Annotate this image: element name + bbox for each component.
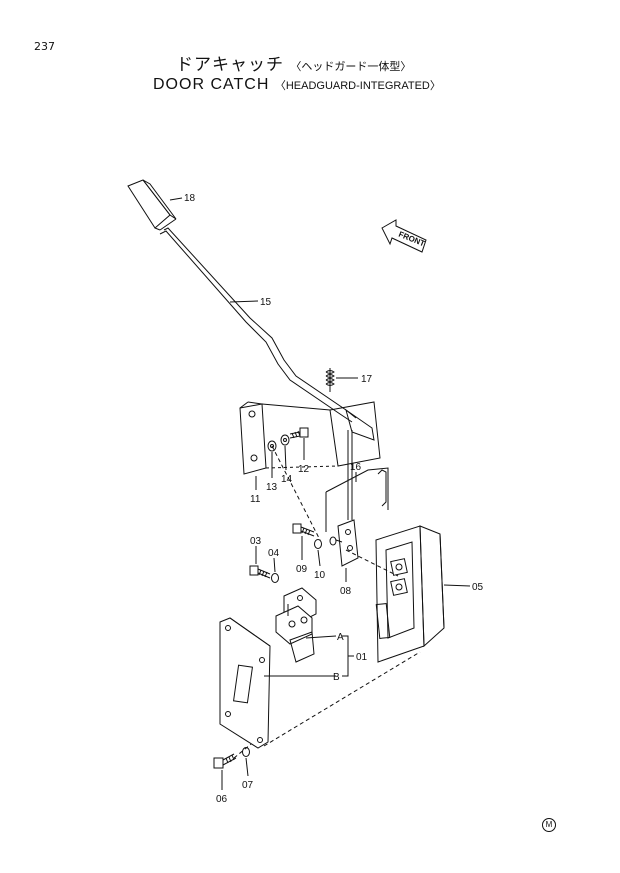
title-en-main: DOOR CATCH bbox=[153, 76, 270, 93]
leader-04 bbox=[273, 557, 276, 573]
page-number: 237 bbox=[34, 40, 55, 53]
washer-10 bbox=[314, 539, 322, 549]
bolt-03 bbox=[249, 565, 271, 579]
latch-assembly-part bbox=[275, 587, 317, 663]
callout-12: 12 bbox=[298, 464, 310, 475]
callout-17: 17 bbox=[361, 374, 373, 385]
callout-B: B bbox=[333, 672, 340, 683]
title-jp-sub: 〈ヘッドガード一体型〉 bbox=[290, 60, 412, 73]
lever-bracket-panel bbox=[329, 401, 381, 467]
callout-15: 15 bbox=[260, 297, 272, 308]
title-en-sub: 〈HEADGUARD-INTEGRATED〉 bbox=[274, 80, 441, 92]
bolt-06 bbox=[213, 753, 237, 769]
callout-03: 03 bbox=[250, 536, 262, 547]
spring-part bbox=[325, 368, 335, 392]
leader-15 bbox=[229, 300, 259, 303]
callout-10: 10 bbox=[314, 570, 326, 581]
rod-part bbox=[325, 430, 389, 532]
front-arrow-icon: FRONT bbox=[381, 219, 427, 253]
callout-18: 18 bbox=[184, 193, 196, 204]
callout-11: 11 bbox=[250, 494, 261, 505]
title-jp-main: ドアキャッチ bbox=[176, 55, 284, 75]
title-japanese: ドアキャッチ 〈ヘッドガード一体型〉 bbox=[176, 50, 411, 75]
washer-07 bbox=[242, 747, 250, 757]
callout-07: 07 bbox=[242, 780, 254, 791]
callout-05: 05 bbox=[472, 582, 484, 593]
washer-04 bbox=[271, 573, 279, 583]
callout-A: A bbox=[337, 632, 344, 643]
leader-07 bbox=[245, 757, 249, 777]
bolt-12 bbox=[289, 427, 309, 439]
callout-08: 08 bbox=[340, 586, 352, 597]
leader-A bbox=[305, 635, 337, 639]
leader-10 bbox=[317, 549, 321, 567]
lever-part bbox=[159, 227, 375, 441]
base-plate-part bbox=[219, 617, 271, 749]
leader-05 bbox=[443, 584, 471, 587]
washer-14 bbox=[280, 434, 290, 446]
washer-13 bbox=[267, 440, 277, 452]
leader-14 bbox=[284, 445, 287, 471]
callout-09: 09 bbox=[296, 564, 308, 575]
callout-06: 06 bbox=[216, 794, 228, 805]
mount-plate-part bbox=[239, 401, 339, 475]
callout-01: 01 bbox=[356, 652, 368, 663]
callout-14: 14 bbox=[281, 474, 293, 485]
leader-18 bbox=[169, 197, 183, 201]
callout-16: 16 bbox=[350, 462, 362, 473]
striker-bracket-part bbox=[329, 519, 359, 567]
handle-housing-part bbox=[375, 525, 445, 663]
bolt-09 bbox=[292, 523, 315, 537]
title-english: DOOR CATCH 〈HEADGUARD-INTEGRATED〉 bbox=[153, 76, 441, 94]
grip-part bbox=[127, 179, 177, 231]
corner-m-mark: M bbox=[542, 818, 556, 832]
callout-13: 13 bbox=[266, 482, 278, 493]
callout-labels: 18 15 17 16 11 13 14 12 03 04 09 10 08 0… bbox=[184, 193, 484, 805]
callout-04: 04 bbox=[268, 548, 280, 559]
